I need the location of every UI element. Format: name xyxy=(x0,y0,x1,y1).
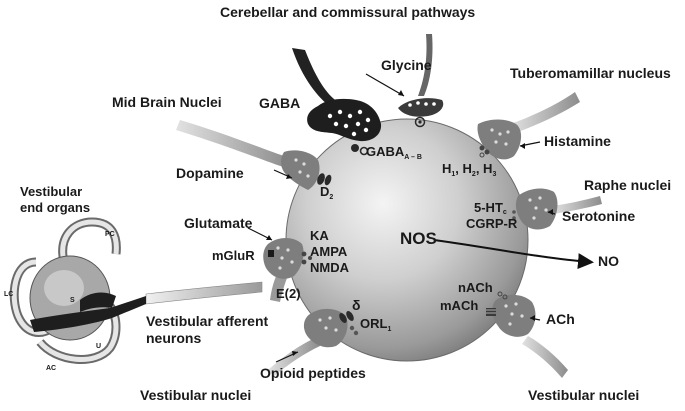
label-gaba-receptor: GABAA – B xyxy=(366,144,422,161)
dopamine-terminal xyxy=(176,120,332,190)
label-cerebellar: Cerebellar and commissural pathways xyxy=(220,4,475,20)
label-vestibular-afferent-2: neurons xyxy=(146,330,201,346)
label-nos: NOS xyxy=(400,229,437,248)
label-vestibular-nuclei-left: Vestibular nuclei xyxy=(140,387,251,403)
label-dopamine: Dopamine xyxy=(176,165,244,181)
label-s: S xyxy=(70,297,75,304)
histamine-terminal xyxy=(477,92,580,160)
label-delta: δ xyxy=(352,297,361,313)
glutamate-terminal xyxy=(263,238,312,302)
serotonine-terminal xyxy=(512,188,602,230)
label-u: U xyxy=(96,343,101,350)
gaba-terminal xyxy=(292,48,382,156)
label-nach: nACh xyxy=(458,280,493,295)
label-ka: KA xyxy=(310,228,329,243)
label-serotonine: Serotonine xyxy=(562,208,635,224)
label-h-receptors: H1, H2, H3 xyxy=(442,161,496,178)
label-ac: AC xyxy=(46,365,56,372)
label-ampa: AMPA xyxy=(310,244,348,259)
label-no: NO xyxy=(598,253,619,269)
label-gaba: GABA xyxy=(259,95,300,111)
label-lc: LC xyxy=(4,291,13,298)
label-cgrp: CGRP-R xyxy=(466,216,518,231)
label-vestibular-end-organs-2: end organs xyxy=(20,200,90,215)
glycine-terminal xyxy=(398,34,444,128)
label-e2: E(2) xyxy=(276,286,301,301)
vestibular-end-organs xyxy=(9,217,146,364)
opioid-terminal xyxy=(268,308,359,376)
label-vestibular-nuclei-right: Vestibular nuclei xyxy=(528,387,639,403)
label-midbrain: Mid Brain Nuclei xyxy=(112,94,222,110)
label-pc: PC xyxy=(105,231,115,238)
nos-arrow xyxy=(433,239,594,270)
label-vestibular-end-organs-1: Vestibular xyxy=(20,184,82,199)
label-5ht: 5-HTc xyxy=(474,200,507,216)
vestibular-afferent-fibre xyxy=(145,281,263,305)
label-mglur: mGluR xyxy=(212,248,255,263)
pointer-arrowheads xyxy=(266,90,553,356)
label-histamine: Histamine xyxy=(544,133,611,149)
label-mach: mACh xyxy=(440,298,478,313)
label-raphe: Raphe nuclei xyxy=(584,177,671,193)
label-opioid: Opioid peptides xyxy=(260,365,366,381)
ach-terminal xyxy=(486,291,568,378)
label-glutamate: Glutamate xyxy=(184,215,253,231)
label-vestibular-afferent-1: Vestibular afferent xyxy=(146,313,268,329)
label-ach: ACh xyxy=(546,311,575,327)
label-nmda: NMDA xyxy=(310,260,350,275)
label-glycine: Glycine xyxy=(381,57,432,73)
label-tuberomamillar: Tuberomamillar nucleus xyxy=(510,65,671,81)
label-d2: D2 xyxy=(320,184,333,201)
label-orl: ORL1 xyxy=(360,316,391,333)
